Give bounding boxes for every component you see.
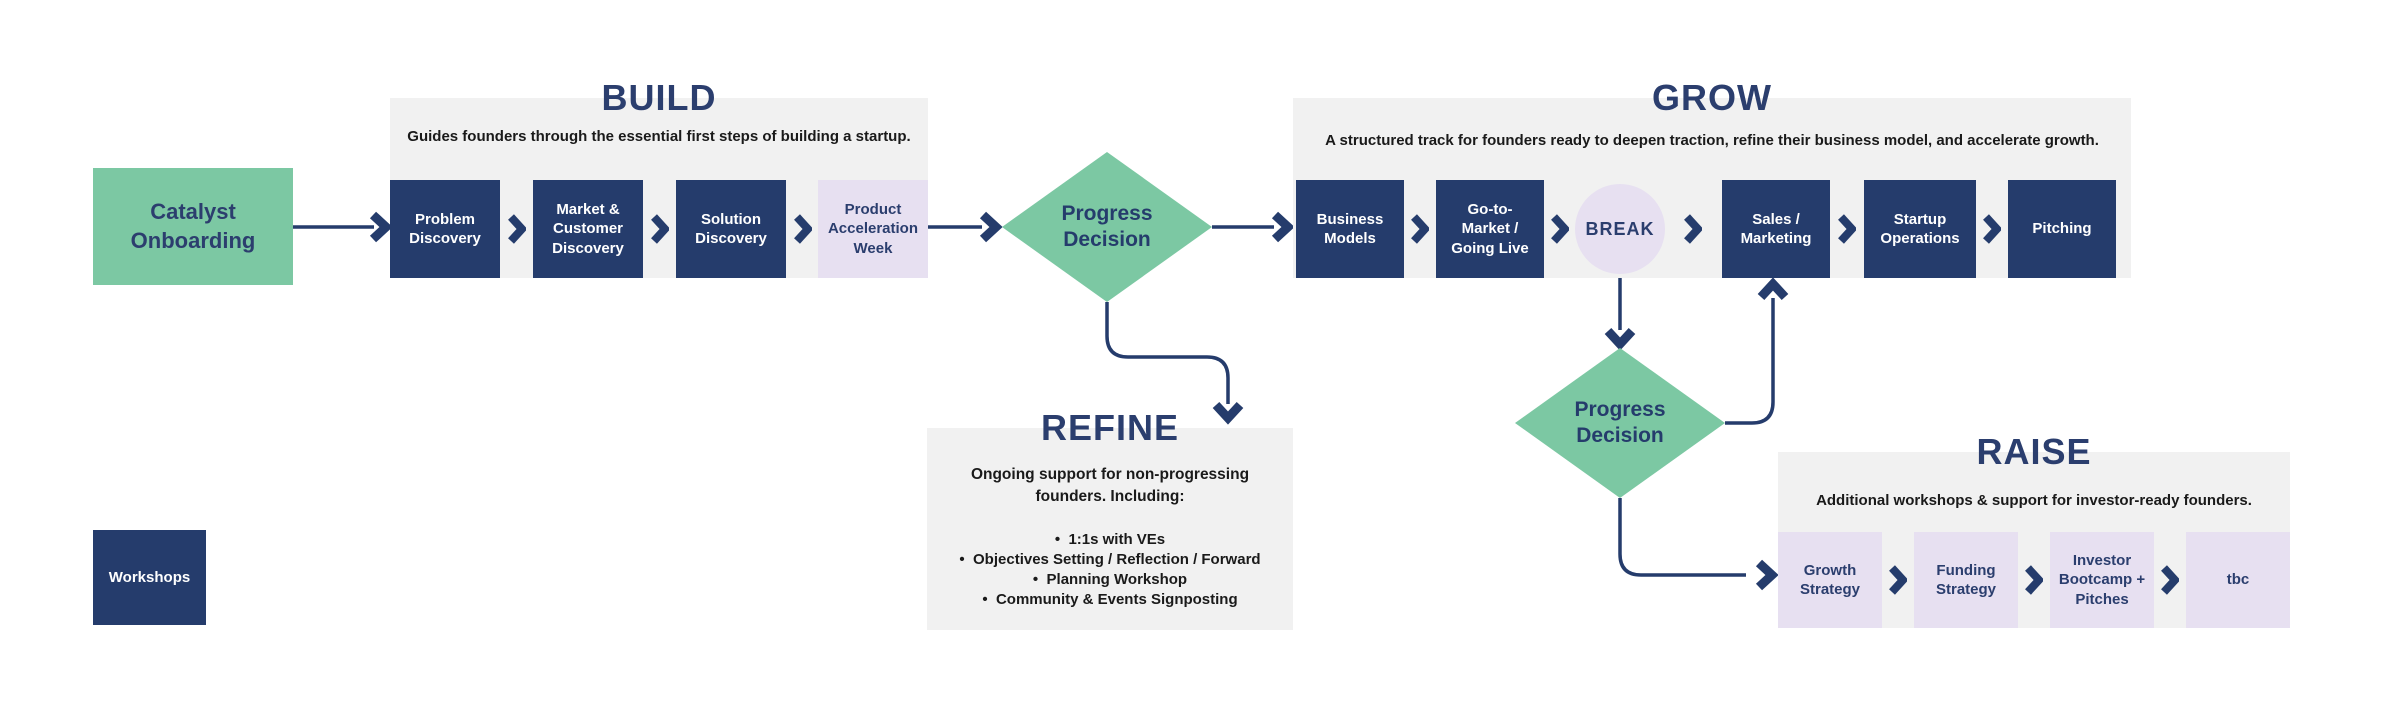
progress-decision-label: Progress Decision: [1574, 397, 1666, 447]
step-solution-discovery: Solution Discovery: [676, 180, 786, 278]
refine-intro: Ongoing support for non-progressing foun…: [970, 466, 1250, 506]
raise-section-panel: RAISE Additional workshops & support for…: [1778, 431, 2290, 628]
grow-steps-row: Business Models Go-to-Market / Going Liv…: [1293, 180, 2131, 278]
connector-decision2-to-sales: [1725, 298, 1775, 425]
chevron-right-icon: [1838, 214, 1856, 244]
progress-decision-2: Progress Decision: [1515, 348, 1725, 498]
connector-decision1-to-refine: [1105, 302, 1230, 404]
raise-subtitle: Additional workshops & support for inves…: [1816, 492, 2252, 509]
build-subtitle: Guides founders through the essential fi…: [407, 128, 911, 145]
step-label: Investor Bootcamp + Pitches: [2058, 551, 2146, 608]
refine-bullet: Community & Events Signposting: [937, 590, 1283, 610]
step-label: Market & Customer Discovery: [552, 200, 624, 257]
arrowhead-right-icon: [1755, 559, 1779, 591]
grow-section-panel: GROW A structured track for founders rea…: [1293, 77, 2131, 278]
catalyst-onboarding-label: Catalyst Onboarding: [130, 198, 256, 253]
chevron-right-icon: [2025, 565, 2043, 595]
step-startup-operations: Startup Operations: [1864, 180, 1976, 278]
progress-decision-1: Progress Decision: [1002, 152, 1212, 302]
refine-title: REFINE: [1040, 407, 1179, 448]
step-label: Sales / Marketing: [1740, 210, 1812, 248]
chevron-right-icon: [1684, 214, 1702, 244]
step-label: Business Models: [1316, 210, 1384, 248]
step-label: Go-to-Market / Going Live: [1451, 200, 1529, 257]
progress-decision-label: Progress Decision: [1061, 201, 1153, 251]
catalyst-onboarding-node: Catalyst Onboarding: [93, 168, 293, 285]
grow-title: GROW: [1652, 77, 1772, 118]
step-label: Pitching: [2032, 220, 2092, 238]
build-title: BUILD: [601, 77, 717, 118]
step-label: Funding Strategy: [1935, 561, 1997, 599]
arrowhead-right-icon: [1271, 211, 1295, 243]
grow-subtitle: A structured track for founders ready to…: [1325, 132, 2099, 149]
step-funding-strategy: Funding Strategy: [1914, 532, 2018, 628]
raise-steps-row: Growth Strategy Funding Strategy Investo…: [1778, 532, 2290, 628]
arrowhead-up-icon: [1757, 277, 1789, 301]
refine-bullet: 1:1s with VEs: [937, 530, 1283, 550]
step-investor-bootcamp-pitches: Investor Bootcamp + Pitches: [2050, 532, 2154, 628]
chevron-right-icon: [1411, 214, 1429, 244]
refine-bullet: Planning Workshop: [937, 570, 1283, 590]
step-label: Growth Strategy: [1799, 561, 1861, 599]
build-section-panel: BUILD Guides founders through the essent…: [390, 77, 928, 278]
arrowhead-down-icon: [1604, 327, 1636, 351]
build-steps-row: Problem Discovery Market & Customer Disc…: [390, 180, 928, 278]
refine-section-panel: REFINE Ongoing support for non-progressi…: [927, 407, 1293, 630]
step-business-models: Business Models: [1296, 180, 1404, 278]
refine-bullet: Objectives Setting / Reflection / Forwar…: [937, 550, 1283, 570]
break-label: BREAK: [1585, 218, 1655, 239]
step-label: Product Acceleration Week: [827, 200, 919, 257]
chevron-right-icon: [1983, 214, 2001, 244]
step-label: tbc: [2226, 571, 2250, 589]
chevron-right-icon: [508, 214, 526, 244]
raise-title: RAISE: [1976, 431, 2092, 472]
step-go-to-market-going-live: Go-to-Market / Going Live: [1436, 180, 1544, 278]
step-growth-strategy: Growth Strategy: [1778, 532, 1882, 628]
chevron-right-icon: [794, 214, 812, 244]
step-sales-marketing: Sales / Marketing: [1722, 180, 1830, 278]
chevron-right-icon: [1889, 565, 1907, 595]
step-label: Solution Discovery: [695, 210, 767, 248]
connector-decision2-to-raise: [1618, 498, 1746, 577]
break-node: BREAK: [1575, 184, 1665, 274]
step-tbc: tbc: [2186, 532, 2290, 628]
workshops-legend: Workshops: [93, 530, 206, 625]
chevron-right-icon: [651, 214, 669, 244]
arrowhead-right-icon: [369, 211, 393, 243]
step-problem-discovery: Problem Discovery: [390, 180, 500, 278]
step-market-customer-discovery: Market & Customer Discovery: [533, 180, 643, 278]
step-label: Startup Operations: [1880, 210, 1960, 248]
step-label: Problem Discovery: [409, 210, 481, 248]
refine-bullet-list: 1:1s with VEs Objectives Setting / Refle…: [937, 530, 1283, 610]
step-product-acceleration-week: Product Acceleration Week: [818, 180, 928, 278]
chevron-right-icon: [2161, 565, 2179, 595]
chevron-right-icon: [1551, 214, 1569, 244]
workshops-label: Workshops: [108, 569, 191, 586]
arrowhead-right-icon: [979, 211, 1003, 243]
step-pitching: Pitching: [2008, 180, 2116, 278]
